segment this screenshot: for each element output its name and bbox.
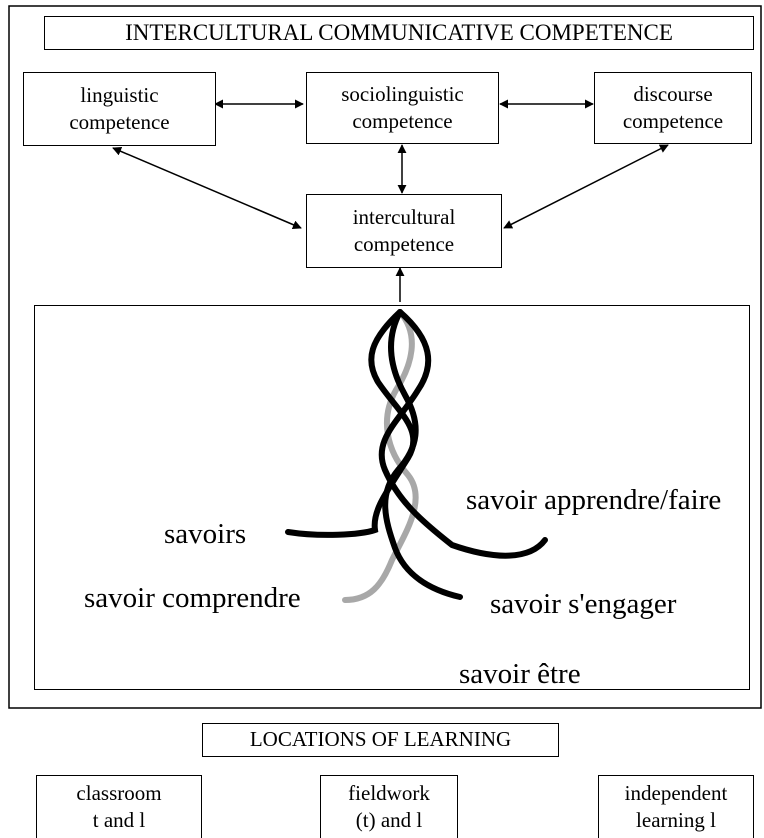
intercultural-competence-box: intercultural competence — [306, 194, 502, 268]
arrow-discourse-intercultural — [503, 144, 669, 229]
sociolinguistic-competence-box: sociolinguistic competence — [306, 72, 499, 144]
discourse-competence-label: discourse competence — [622, 81, 724, 133]
classroom-label: classroom t and l — [76, 780, 162, 832]
fieldwork-label: fieldwork (t) and l — [348, 780, 430, 832]
label-savoir-apprendre: savoir apprendre/faire — [466, 484, 722, 516]
braid-illustration — [285, 309, 548, 603]
linguistic-competence-box: linguistic competence — [23, 72, 216, 146]
strand-savoir-sengager — [382, 309, 463, 600]
main-title-box: INTERCULTURAL COMMUNICATIVE COMPETENCE — [44, 16, 754, 50]
discourse-competence-box: discourse competence — [594, 72, 752, 144]
outer-frame — [8, 5, 762, 709]
label-savoir-sengager: savoir s'engager — [490, 588, 677, 620]
independent-label: independent learning l — [624, 780, 728, 832]
label-savoir-etre: savoir être — [459, 658, 581, 690]
intercultural-competence-label: intercultural competence — [352, 204, 456, 256]
main-title: INTERCULTURAL COMMUNICATIVE COMPETENCE — [125, 20, 673, 46]
locations-title: LOCATIONS OF LEARNING — [249, 727, 512, 752]
linguistic-competence-label: linguistic competence — [69, 82, 170, 134]
fieldwork-box: fieldwork (t) and l — [320, 775, 458, 838]
label-savoir-comprendre: savoir comprendre — [84, 582, 301, 614]
independent-box: independent learning l — [598, 775, 754, 838]
strand-savoir-apprendre — [378, 309, 548, 559]
savoirs-box — [34, 305, 750, 690]
strand-savoir-comprendre — [342, 309, 419, 603]
arrow-linguistic-intercultural — [112, 147, 302, 229]
locations-title-box: LOCATIONS OF LEARNING — [202, 723, 559, 757]
sociolinguistic-competence-label: sociolinguistic competence — [341, 81, 464, 133]
classroom-box: classroom t and l — [36, 775, 202, 838]
label-savoirs: savoirs — [164, 518, 247, 550]
